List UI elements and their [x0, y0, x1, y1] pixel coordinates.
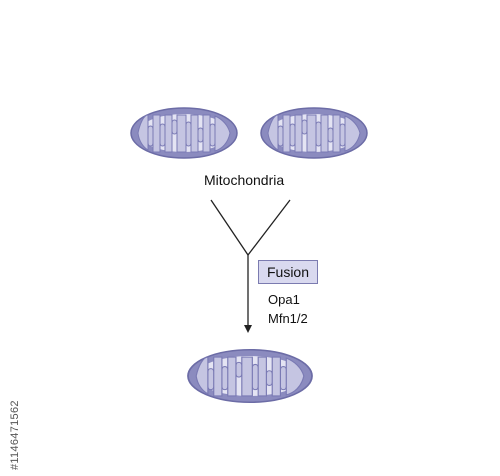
mitochondrion-right — [260, 107, 368, 159]
protein-label-opa1: Opa1 — [268, 292, 300, 307]
fusion-label-box: Fusion — [258, 260, 318, 284]
mitochondrion-left — [130, 107, 238, 159]
fusion-connector — [210, 199, 291, 325]
protein-label-mfn: Mfn1/2 — [268, 311, 308, 326]
side-caption: #1146471562 — [9, 400, 21, 470]
mitochondria-label: Mitochondria — [204, 172, 285, 188]
mitochondrion-fused — [187, 348, 313, 404]
arrow-head-icon — [244, 325, 252, 333]
fusion-label: Fusion — [266, 264, 310, 280]
